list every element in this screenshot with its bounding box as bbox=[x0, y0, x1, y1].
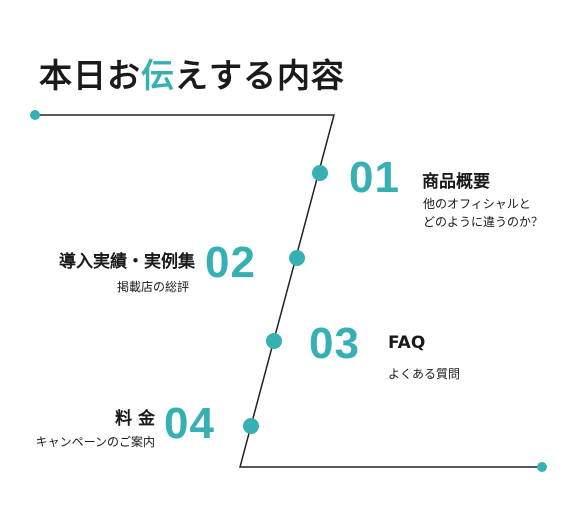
page-title: 本日お伝えする内容 bbox=[39, 56, 345, 95]
item-heading-03: FAQ bbox=[388, 333, 426, 353]
item-heading-04: 料 金 bbox=[115, 409, 155, 429]
item-heading-01: 商品概要 bbox=[422, 172, 490, 192]
title-accent: 伝 bbox=[141, 56, 175, 95]
end-dot bbox=[537, 462, 547, 472]
start-dot bbox=[30, 110, 40, 120]
marker-03 bbox=[266, 333, 282, 349]
marker-02 bbox=[289, 250, 305, 266]
item-detail-01b: どのように違うのか？ bbox=[423, 215, 544, 229]
item-number-01: 01 bbox=[349, 153, 400, 202]
item-detail-03: よくある質問 bbox=[388, 367, 461, 381]
item-heading-02: 導入実績・実例集 bbox=[59, 252, 195, 272]
timeline-path bbox=[35, 114, 542, 468]
item-number-04: 04 bbox=[164, 399, 215, 448]
item-detail-01a: 他のオフィシャルと bbox=[423, 197, 531, 211]
item-detail-02: 掲載店の総評 bbox=[116, 280, 189, 294]
item-number-03: 03 bbox=[309, 319, 360, 368]
marker-04 bbox=[243, 418, 259, 434]
item-number-02: 02 bbox=[205, 238, 256, 287]
item-detail-04: キャンペーンのご案内 bbox=[35, 435, 155, 449]
marker-01 bbox=[312, 165, 328, 181]
